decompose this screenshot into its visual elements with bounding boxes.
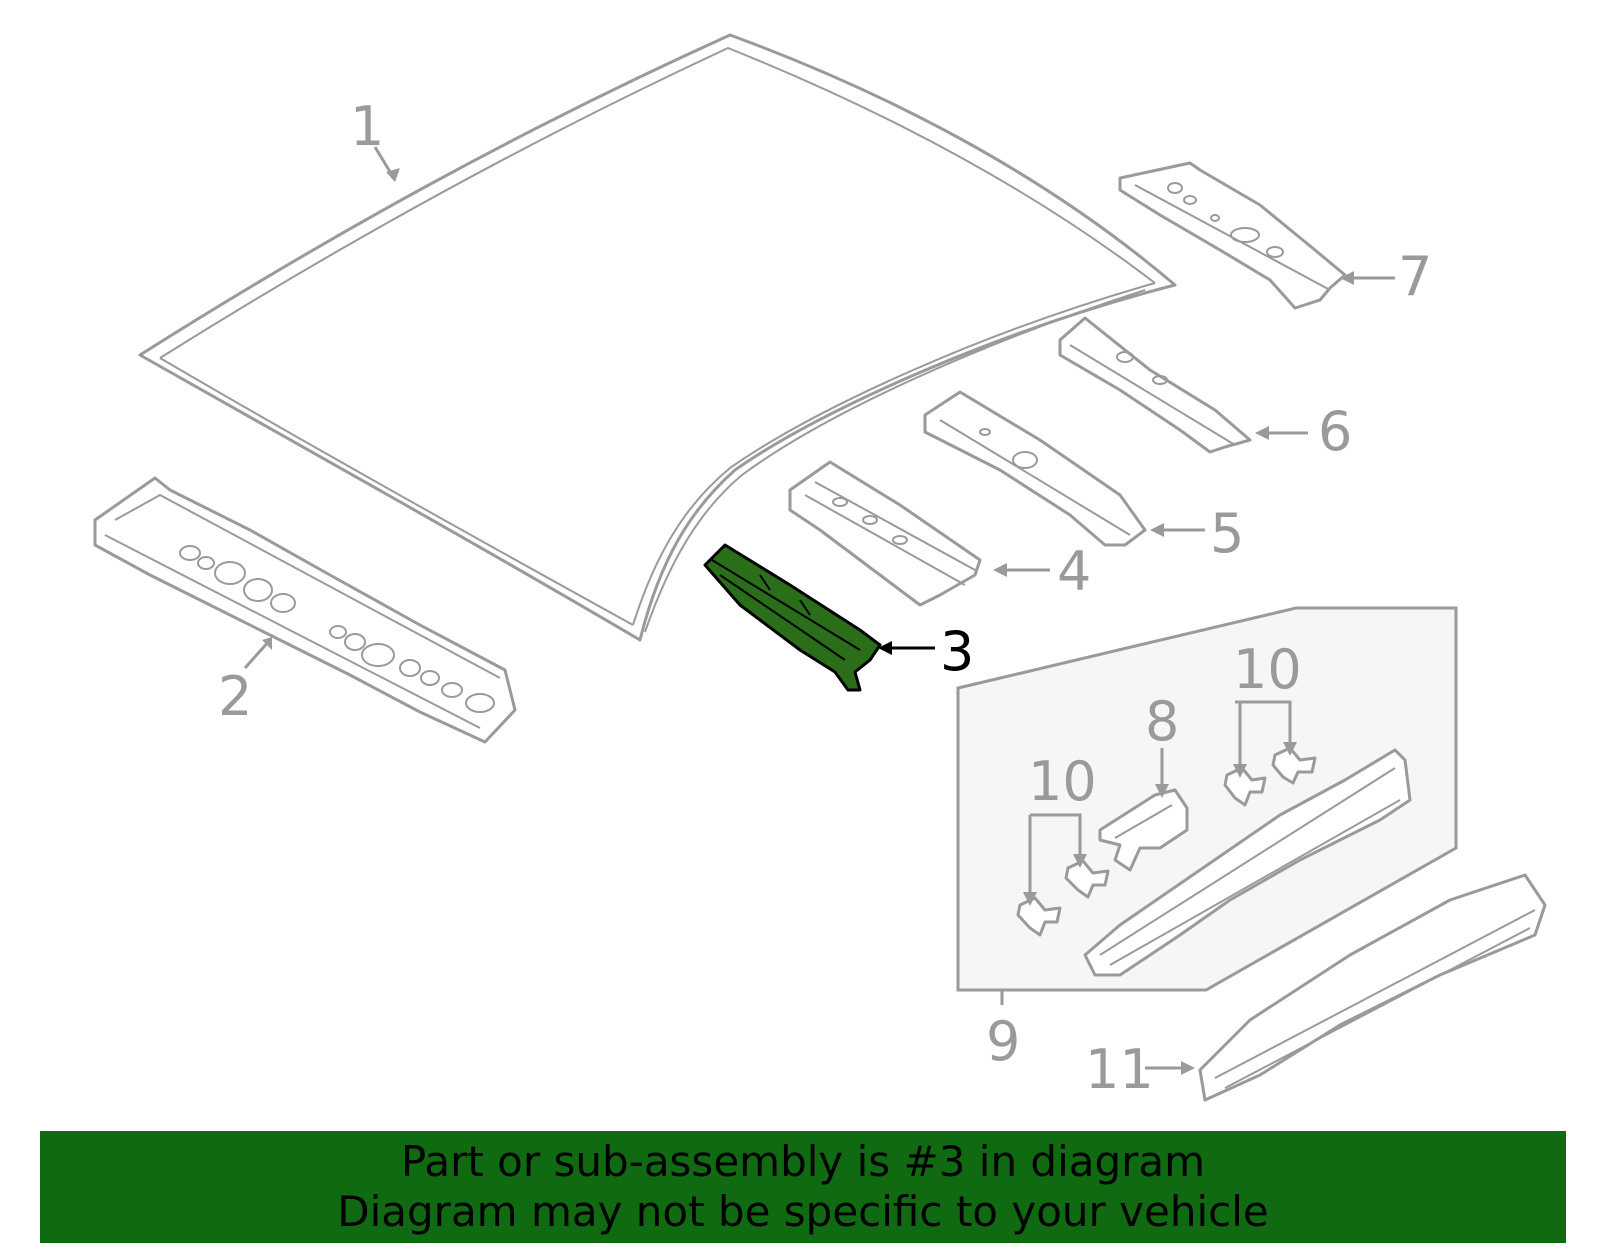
callout-1: 1 xyxy=(350,95,384,158)
inner-side-rail[interactable] xyxy=(1083,748,1412,977)
callout-labels: 1 2 3 4 5 6 7 8 9 10 10 11 xyxy=(218,95,1432,1101)
callout-4: 4 xyxy=(1057,540,1091,603)
front-header-panel[interactable] xyxy=(93,476,517,744)
rear-header-7[interactable] xyxy=(1118,161,1347,310)
callout-10-left: 10 xyxy=(1028,750,1097,813)
clip-10-right-a[interactable] xyxy=(1223,766,1267,807)
roof-bow-4[interactable] xyxy=(788,460,982,607)
info-banner: Part or sub-assembly is #3 in diagram Di… xyxy=(40,1131,1566,1243)
callout-3: 3 xyxy=(940,620,974,683)
roof-bow-5[interactable] xyxy=(923,390,1147,547)
clip-10-right-b[interactable] xyxy=(1271,746,1317,785)
clip-10-left-b[interactable] xyxy=(1064,859,1110,899)
callout-11: 11 xyxy=(1085,1038,1154,1101)
outer-side-rail-11[interactable] xyxy=(1198,873,1547,1102)
callout-7: 7 xyxy=(1398,245,1432,308)
callout-9: 9 xyxy=(986,1010,1020,1073)
callout-5: 5 xyxy=(1210,502,1244,565)
callout-2: 2 xyxy=(218,665,252,728)
roof-panel[interactable] xyxy=(138,33,1177,642)
leader-lines xyxy=(243,146,1395,1075)
banner-line-2: Diagram may not be specific to your vehi… xyxy=(337,1187,1269,1236)
banner-line-1: Part or sub-assembly is #3 in diagram xyxy=(400,1137,1206,1186)
clip-10-left-a[interactable] xyxy=(1016,896,1062,937)
roof-bow-6[interactable] xyxy=(1058,316,1252,454)
callout-6: 6 xyxy=(1318,400,1352,463)
roof-bow-highlighted[interactable] xyxy=(703,543,882,692)
callout-8: 8 xyxy=(1145,690,1179,753)
bracket-8[interactable] xyxy=(1098,788,1189,872)
callout-10-right: 10 xyxy=(1233,638,1302,701)
